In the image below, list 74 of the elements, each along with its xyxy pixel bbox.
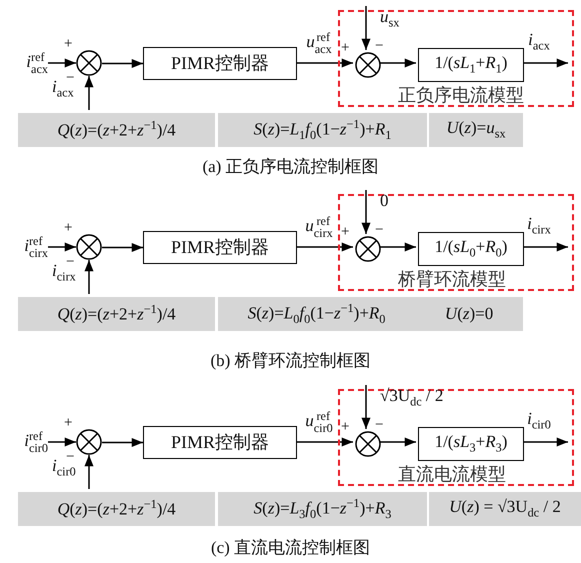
block-text: 1/(sL$_{1}$+R$_{1}$) xyxy=(434,54,508,76)
plus-sign: + xyxy=(341,40,350,56)
arrow xyxy=(362,385,370,429)
signal-label: √3U$_{dc}$ / 2 xyxy=(380,387,444,409)
formula-cell xyxy=(218,492,427,526)
block-text: PIMR控制器 xyxy=(170,432,269,452)
formula-cell xyxy=(218,297,523,331)
arrow xyxy=(379,58,416,68)
formula: U(z)=0 xyxy=(444,304,494,324)
arrow xyxy=(362,190,370,234)
formula: Q(z)=(z+2+z$^{−1}$)/4 xyxy=(57,498,176,520)
formula: U(z)=u$_{sx}$ xyxy=(446,119,506,141)
arrow xyxy=(522,242,568,252)
edge-label: i$_{acx}$ xyxy=(527,31,551,53)
arrow xyxy=(84,455,94,489)
formula-cell xyxy=(18,492,215,526)
formula-cell xyxy=(429,113,523,147)
arrow xyxy=(522,58,568,68)
block-text: 1/(sL$_{3}$+R$_{3}$) xyxy=(434,433,508,455)
block-box xyxy=(418,427,524,461)
formula-cell xyxy=(429,492,581,526)
edge-label: i$_{cir0}$ xyxy=(526,410,552,432)
plus-sign: + xyxy=(64,415,72,432)
arrow xyxy=(102,243,143,252)
region-title: 正负序电流模型 xyxy=(398,86,524,104)
signal-label: 0 xyxy=(380,192,388,211)
formula: S(z)=L$_{1}$f$_{0}$(1−z$^{−1}$)+R$_{1}$ xyxy=(254,118,392,142)
arrow xyxy=(84,260,94,294)
block-text: PIMR控制器 xyxy=(170,238,269,258)
formula: S(z)=L$_{0}$f$_{0}$(1−z$^{−1}$)+R$_{0}$ xyxy=(248,302,386,326)
formula-cell xyxy=(18,297,215,331)
formula: U(z) = √3U$_{dc}$ / 2 xyxy=(449,498,561,520)
arrow xyxy=(297,438,353,446)
plus-sign: + xyxy=(341,224,350,240)
block-text: PIMR控制器 xyxy=(170,54,269,74)
formula-cell xyxy=(18,113,215,147)
minus-sign: − xyxy=(375,38,384,54)
dashed-region xyxy=(338,194,574,291)
arrow xyxy=(522,438,568,446)
block-box xyxy=(143,426,297,459)
figure-caption: (c) 直流电流控制框图 xyxy=(210,539,372,558)
plus-sign: + xyxy=(341,419,350,436)
arrow xyxy=(102,59,143,68)
arrow xyxy=(379,242,416,252)
arrow xyxy=(362,6,370,50)
arrow xyxy=(297,242,353,252)
arrow xyxy=(84,76,94,110)
figure-caption: (a) 正负序电流控制框图 xyxy=(201,158,380,177)
formula: Q(z)=(z+2+z$^{−1}$)/4 xyxy=(57,303,176,325)
arrow xyxy=(297,58,353,68)
region-title: 桥臂环流模型 xyxy=(398,270,506,288)
edge-label: i$_{cirx}$ xyxy=(526,215,552,237)
arrow xyxy=(48,58,76,68)
minus-sign: − xyxy=(375,417,384,434)
block-box xyxy=(418,48,524,82)
figure-caption: (b) 桥臂环流控制框图 xyxy=(209,352,372,371)
region-title: 直流电流模型 xyxy=(398,465,506,483)
minus-sign: − xyxy=(375,222,384,238)
plus-sign: + xyxy=(64,36,72,52)
formula: S(z)=L$_{3}$f$_{0}$(1−z$^{−1}$)+R$_{3}$ xyxy=(254,496,392,522)
block-box xyxy=(143,231,297,264)
block-text: 1/(sL$_{0}$+R$_{0}$) xyxy=(434,238,508,260)
formula-cell xyxy=(218,113,427,147)
arrow xyxy=(379,438,416,446)
block-box xyxy=(418,232,524,266)
plus-sign: + xyxy=(64,220,72,236)
formula: Q(z)=(z+2+z$^{−1}$)/4 xyxy=(57,119,176,141)
dashed-region xyxy=(338,389,574,486)
signal-label: u$_{sx}$ xyxy=(380,8,400,30)
arrow xyxy=(102,438,143,447)
block-box xyxy=(143,47,297,80)
arrow xyxy=(48,438,76,446)
arrow xyxy=(48,242,76,252)
dashed-region xyxy=(338,10,574,107)
